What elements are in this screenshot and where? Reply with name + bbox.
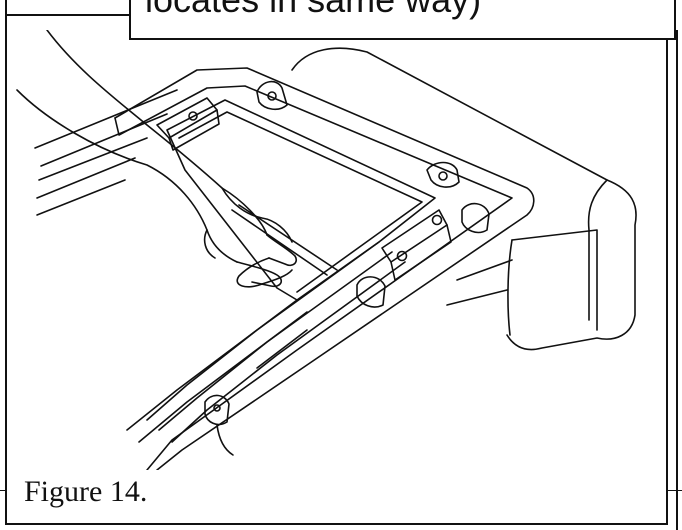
top-rule: [5, 14, 129, 16]
figure-frame: [5, 0, 668, 525]
margin-tick-right: [668, 490, 682, 491]
assembly-illustration: [7, 30, 666, 470]
margin-rule: [676, 30, 678, 530]
callout-text: locates in same way): [145, 0, 481, 18]
rear-rails: [35, 90, 177, 215]
margin-tick-left: [0, 490, 6, 491]
figure-caption: Figure 14.: [24, 475, 148, 508]
instruction-callout: locates in same way): [129, 0, 676, 40]
tray-frame: [115, 68, 534, 470]
base-unit: [292, 48, 636, 349]
rim-clips: [205, 82, 489, 425]
corner-bracket-left: [157, 98, 219, 150]
hand-illustration: [17, 30, 296, 287]
tray-detail-lines: [217, 205, 337, 455]
corner-bracket-right: [382, 210, 451, 280]
